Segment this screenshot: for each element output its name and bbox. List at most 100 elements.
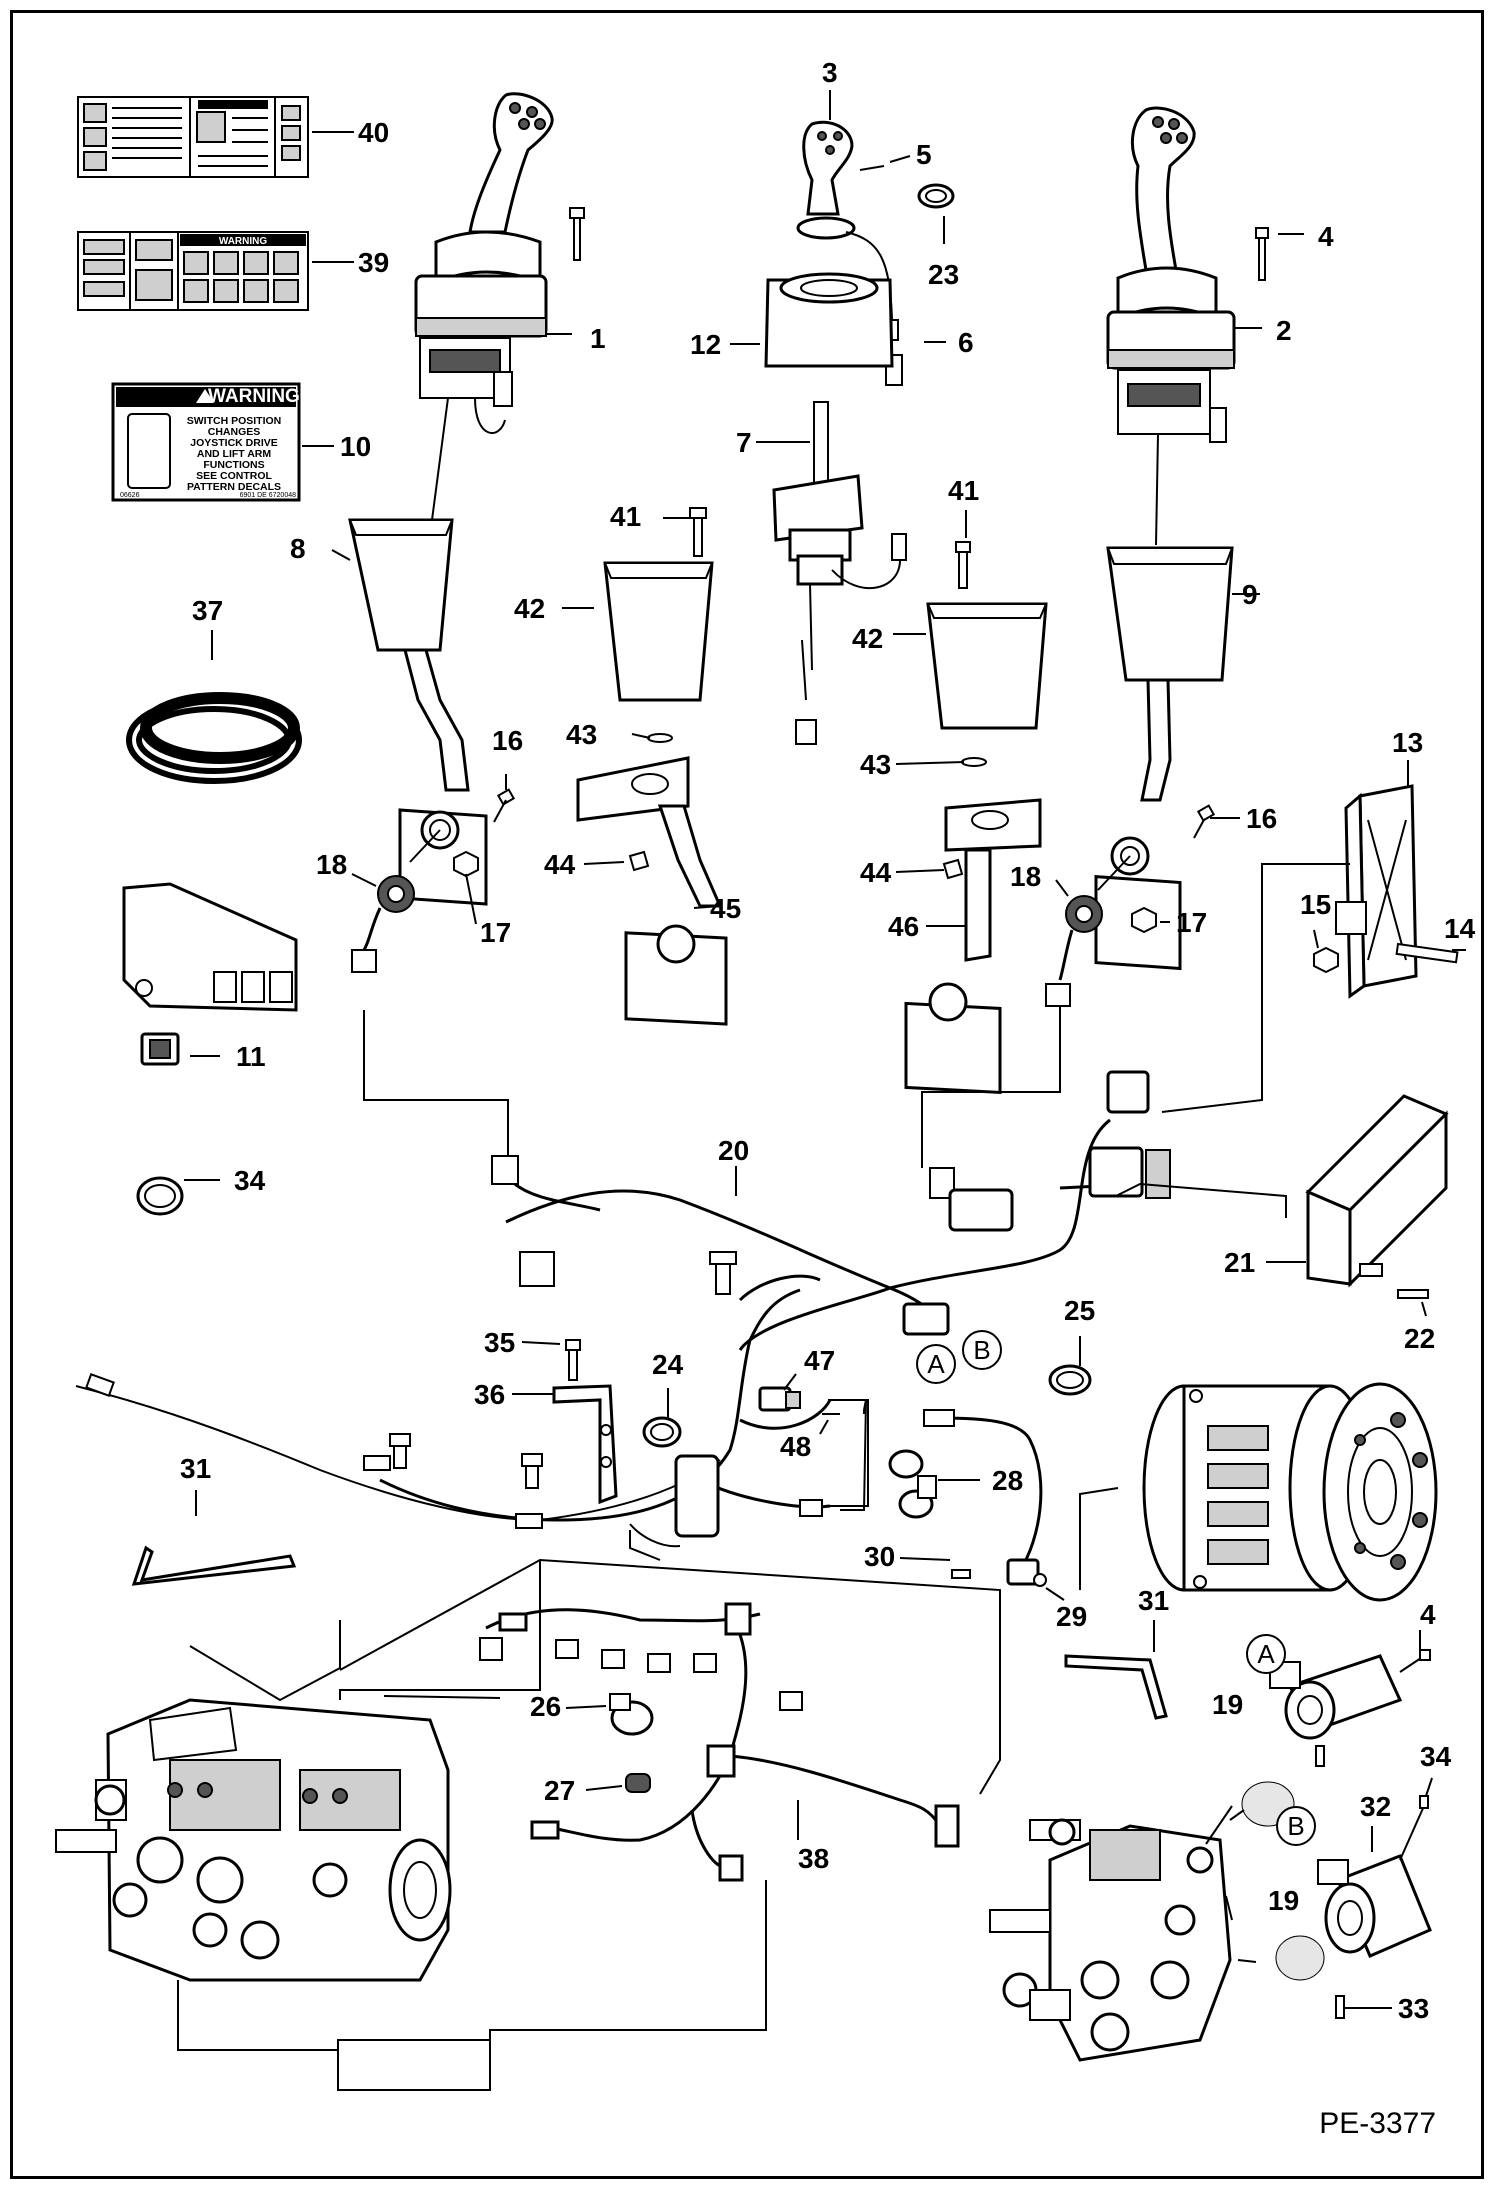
warning-triangle-icon xyxy=(196,389,214,403)
hex-key-31-left xyxy=(131,1545,297,1586)
clamps-28 xyxy=(888,1449,937,1519)
grommet-27 xyxy=(625,1773,651,1793)
warning-footer-left: 06626 xyxy=(120,492,140,499)
clamp-34-left xyxy=(136,1176,184,1216)
callout-39: 39 xyxy=(358,247,389,278)
callout-40: 40 xyxy=(358,117,389,148)
switch-panel xyxy=(122,882,298,1066)
decal-39-warning-heading: WARNING xyxy=(219,236,268,247)
right-center-column xyxy=(904,541,1048,1094)
callout-16-left: 16 xyxy=(492,725,523,756)
callout-4-lower: 4 xyxy=(1420,1599,1436,1630)
callout-10: 10 xyxy=(340,431,371,462)
harness-coil-37 xyxy=(126,692,302,784)
callout-29: 29 xyxy=(1056,1601,1087,1632)
callout-18-left: 18 xyxy=(316,849,347,880)
boot-9-and-mount xyxy=(1094,546,1234,971)
callout-44-right: 44 xyxy=(860,857,892,888)
module-13 xyxy=(1313,784,1459,999)
callout-19-lower: 19 xyxy=(1268,1885,1299,1916)
seal-19-lower xyxy=(1275,1935,1325,1981)
callout-27: 27 xyxy=(544,1775,575,1806)
decal-40 xyxy=(77,96,309,178)
callout-35: 35 xyxy=(484,1327,515,1358)
marker-a-solenoid: A xyxy=(1257,1639,1275,1669)
hydrostatic-pump xyxy=(55,1698,452,1982)
callout-12: 12 xyxy=(690,329,721,360)
callout-6: 6 xyxy=(958,327,974,358)
clamp-26 xyxy=(609,1693,654,1736)
callout-37: 37 xyxy=(192,595,223,626)
callout-38: 38 xyxy=(798,1843,829,1874)
callout-30: 30 xyxy=(864,1541,895,1572)
connector-47 xyxy=(758,1386,840,1415)
callout-2: 2 xyxy=(1276,315,1292,346)
hardware-left-16-17-18 xyxy=(351,788,516,973)
callout-36: 36 xyxy=(474,1379,505,1410)
marker-b-harness: B xyxy=(973,1335,990,1365)
right-joystick-assembly xyxy=(1106,106,1236,546)
decal-39: WARNING xyxy=(77,231,309,311)
left-center-column xyxy=(576,507,728,1026)
hardware-right-16-17-18 xyxy=(1045,804,1216,1007)
callout-48: 48 xyxy=(780,1431,811,1462)
warning-line-2: CHANGES xyxy=(208,426,261,438)
harness-38 xyxy=(479,1602,960,1882)
callout-1: 1 xyxy=(590,323,606,354)
left-joystick-assembly xyxy=(414,92,554,521)
warning-decal-10: WARNING 06626 6901 DE 6720048 SWITCH POS… xyxy=(111,382,301,502)
callout-19-upper: 19 xyxy=(1212,1689,1243,1720)
drawing-number: PE-3377 xyxy=(1319,2107,1436,2140)
lower-harness xyxy=(75,1251,1043,1571)
connection-lines xyxy=(177,863,1350,2091)
callout-41-right: 41 xyxy=(948,475,979,506)
center-joystick-assembly xyxy=(764,120,907,745)
callout-34-left: 34 xyxy=(234,1165,266,1196)
marker-a-harness: A xyxy=(927,1349,945,1379)
callout-labels: 1 2 3 4 4 5 6 7 8 9 10 11 12 13 14 15 16… xyxy=(180,57,1476,2024)
callout-4-upper: 4 xyxy=(1318,221,1334,252)
callout-3: 3 xyxy=(822,57,838,88)
sheet-border xyxy=(10,10,1484,2179)
callout-25: 25 xyxy=(1064,1295,1095,1326)
callout-43-right: 43 xyxy=(860,749,891,780)
warning-line-3: JOYSTICK DRIVE xyxy=(190,437,278,449)
callout-41-left: 41 xyxy=(610,501,641,532)
callout-18-right: 18 xyxy=(1010,861,1041,892)
clamp-25 xyxy=(1048,1364,1092,1396)
callout-31-left: 31 xyxy=(180,1453,211,1484)
callout-22: 22 xyxy=(1404,1323,1435,1354)
callout-44-left: 44 xyxy=(544,849,576,880)
warning-footer-right: 6901 DE 6720048 xyxy=(240,492,297,499)
callout-16-right: 16 xyxy=(1246,803,1277,834)
callout-9: 9 xyxy=(1242,579,1258,610)
callout-31-right: 31 xyxy=(1138,1585,1169,1616)
callout-45: 45 xyxy=(710,893,741,924)
callout-21: 21 xyxy=(1224,1247,1255,1278)
bolt-4-right xyxy=(1255,227,1269,281)
callout-17-left: 17 xyxy=(480,917,511,948)
callout-23: 23 xyxy=(928,259,959,290)
callout-47: 47 xyxy=(804,1345,835,1376)
solenoid-a xyxy=(1269,1649,1431,1767)
callout-5: 5 xyxy=(916,139,932,170)
clamp-24 xyxy=(642,1416,682,1448)
bracket-36 xyxy=(552,1339,618,1505)
callout-8: 8 xyxy=(290,533,306,564)
clamp-23 xyxy=(917,183,955,209)
callout-34-right: 34 xyxy=(1420,1741,1452,1772)
callout-7: 7 xyxy=(736,427,752,458)
boot-8-and-mount xyxy=(348,518,488,906)
callout-17-right: 17 xyxy=(1176,907,1207,938)
marker-b-solenoid: B xyxy=(1287,1811,1304,1841)
callout-20: 20 xyxy=(718,1135,749,1166)
screw-5 xyxy=(859,165,885,171)
callout-24: 24 xyxy=(652,1349,684,1380)
leader-lines xyxy=(184,90,1466,2009)
callout-13: 13 xyxy=(1392,727,1423,758)
callout-14: 14 xyxy=(1444,913,1476,944)
solenoid-b xyxy=(1317,1795,1432,2019)
connection-markers: A B A B xyxy=(916,1330,1316,1846)
